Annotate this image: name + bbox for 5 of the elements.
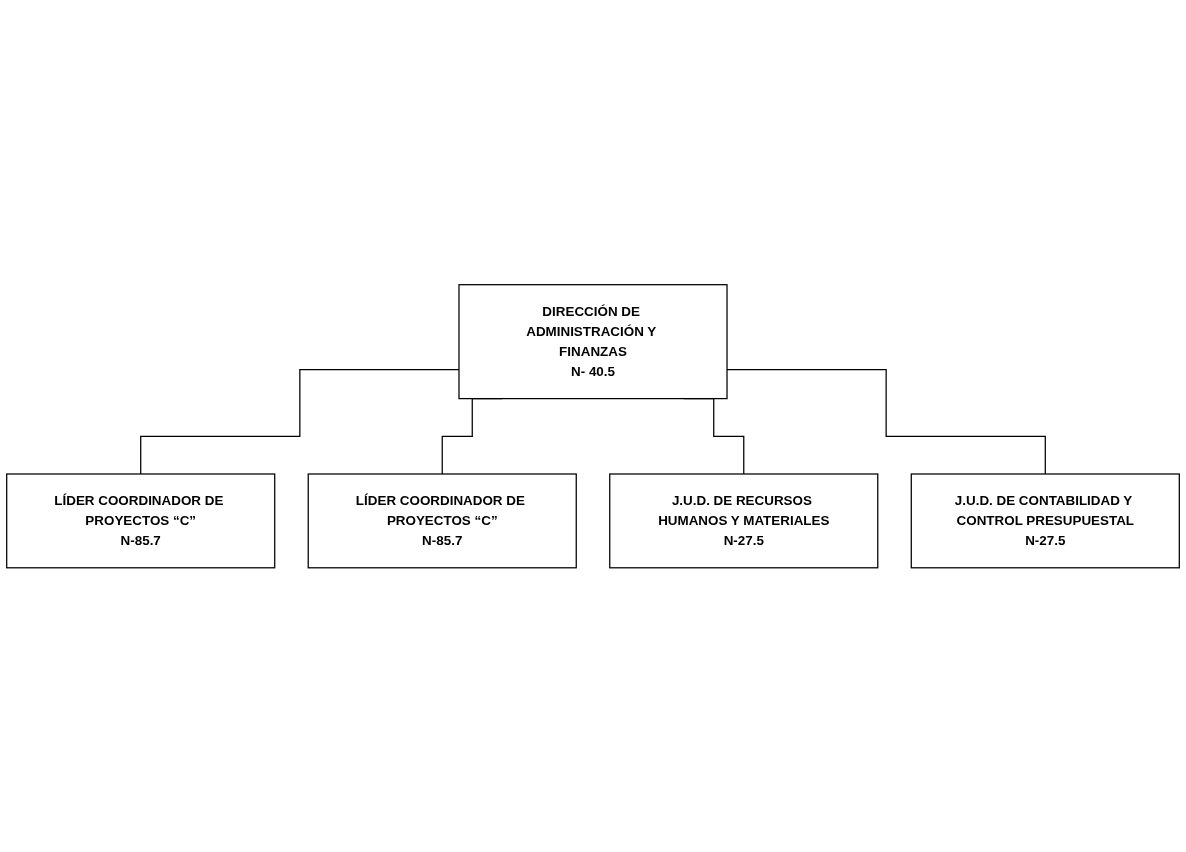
node-box: J.U.D. DE RECURSOS HUMANOS Y MATERIALES N-27.5: [609, 473, 879, 569]
node-box: J.U.D. DE CONTABILIDAD Y CONTROL PRESUPUESTAL N-27.5: [910, 473, 1180, 569]
node-box: DIRECCIÓN DE ADMINISTRACIÓN Y FINANZAS N- 40.5: [458, 283, 728, 399]
node-box: LÍDER COORDINADOR DE PROYECTOS “C” N-85.7: [6, 473, 276, 569]
node-box: LÍDER COORDINADOR DE PROYECTOS “C” N-85.7: [307, 473, 577, 569]
